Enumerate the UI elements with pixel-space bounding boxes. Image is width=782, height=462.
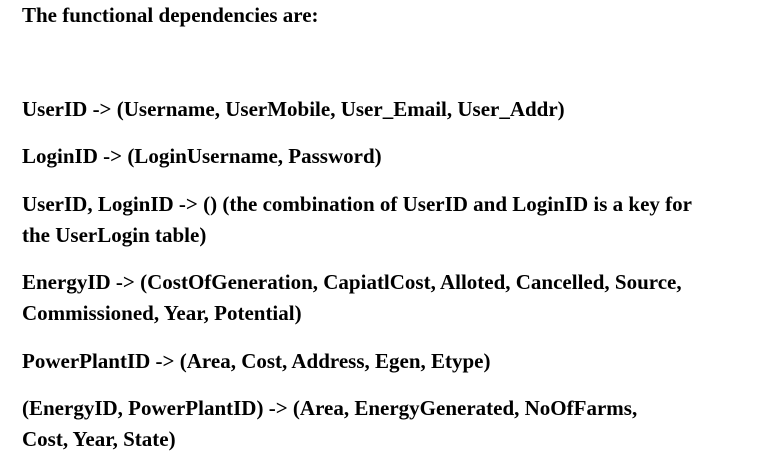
- dependency-line: (EnergyID, PowerPlantID) -> (Area, Energ…: [22, 396, 638, 420]
- dependency-line: Commissioned, Year, Potential): [22, 301, 302, 325]
- dependency-line: EnergyID -> (CostOfGeneration, CapiatlCo…: [22, 270, 682, 294]
- dependency-userlogin: UserID, LoginID -> () (the combination o…: [22, 189, 774, 251]
- dependency-line: UserID -> (Username, UserMobile, User_Em…: [22, 97, 565, 121]
- dependency-line: UserID, LoginID -> () (the combination o…: [22, 192, 692, 216]
- dependency-line: PowerPlantID -> (Area, Cost, Address, Eg…: [22, 349, 491, 373]
- dependency-energy: EnergyID -> (CostOfGeneration, CapiatlCo…: [22, 267, 774, 329]
- dependency-user: UserID -> (Username, UserMobile, User_Em…: [22, 94, 774, 125]
- dependency-line: Cost, Year, State): [22, 427, 176, 451]
- dependency-login: LoginID -> (LoginUsername, Password): [22, 141, 774, 172]
- dependency-line: the UserLogin table): [22, 223, 207, 247]
- dependency-line: LoginID -> (LoginUsername, Password): [22, 144, 382, 168]
- dependency-powerplant: PowerPlantID -> (Area, Cost, Address, Eg…: [22, 346, 774, 377]
- dependency-energy-powerplant: (EnergyID, PowerPlantID) -> (Area, Energ…: [22, 393, 774, 455]
- section-heading: The functional dependencies are:: [22, 3, 319, 27]
